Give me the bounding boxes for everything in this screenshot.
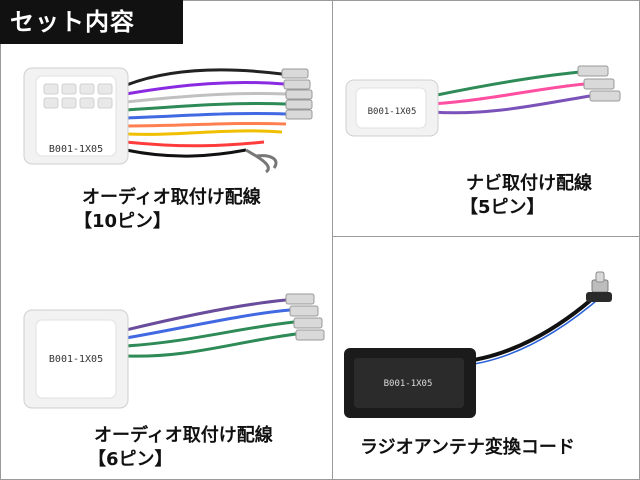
p2-title: ナビ取付け配線 bbox=[466, 173, 592, 194]
p1-pins: 【10ピン】 bbox=[74, 211, 172, 232]
p4-title: ラジオアンテナ変換コード bbox=[360, 437, 575, 458]
p3-pins: 【6ピン】 bbox=[88, 449, 173, 470]
divider-horizontal-right bbox=[332, 236, 640, 237]
navi-harness-5pin-image: B001-1X05 bbox=[345, 65, 621, 137]
p3-title: オーディオ取付け配線 bbox=[94, 425, 273, 446]
p1-part-code: B001-1X05 bbox=[49, 144, 103, 155]
audio-harness-6pin-image: B001-1X05 bbox=[23, 293, 325, 409]
p4-part-code: B001-1X05 bbox=[384, 379, 433, 389]
set-contents-badge: セット内容 bbox=[0, 0, 183, 44]
p3-part-code: B001-1X05 bbox=[49, 354, 103, 365]
audio-harness-10pin-image: B001-1X05 bbox=[23, 67, 313, 174]
divider-vertical bbox=[332, 0, 333, 480]
p1-title: オーディオ取付け配線 bbox=[82, 187, 261, 208]
p2-part-code: B001-1X05 bbox=[368, 107, 417, 117]
p2-pins: 【5ピン】 bbox=[460, 197, 545, 218]
radio-antenna-adapter-image: B001-1X05 bbox=[344, 271, 612, 418]
